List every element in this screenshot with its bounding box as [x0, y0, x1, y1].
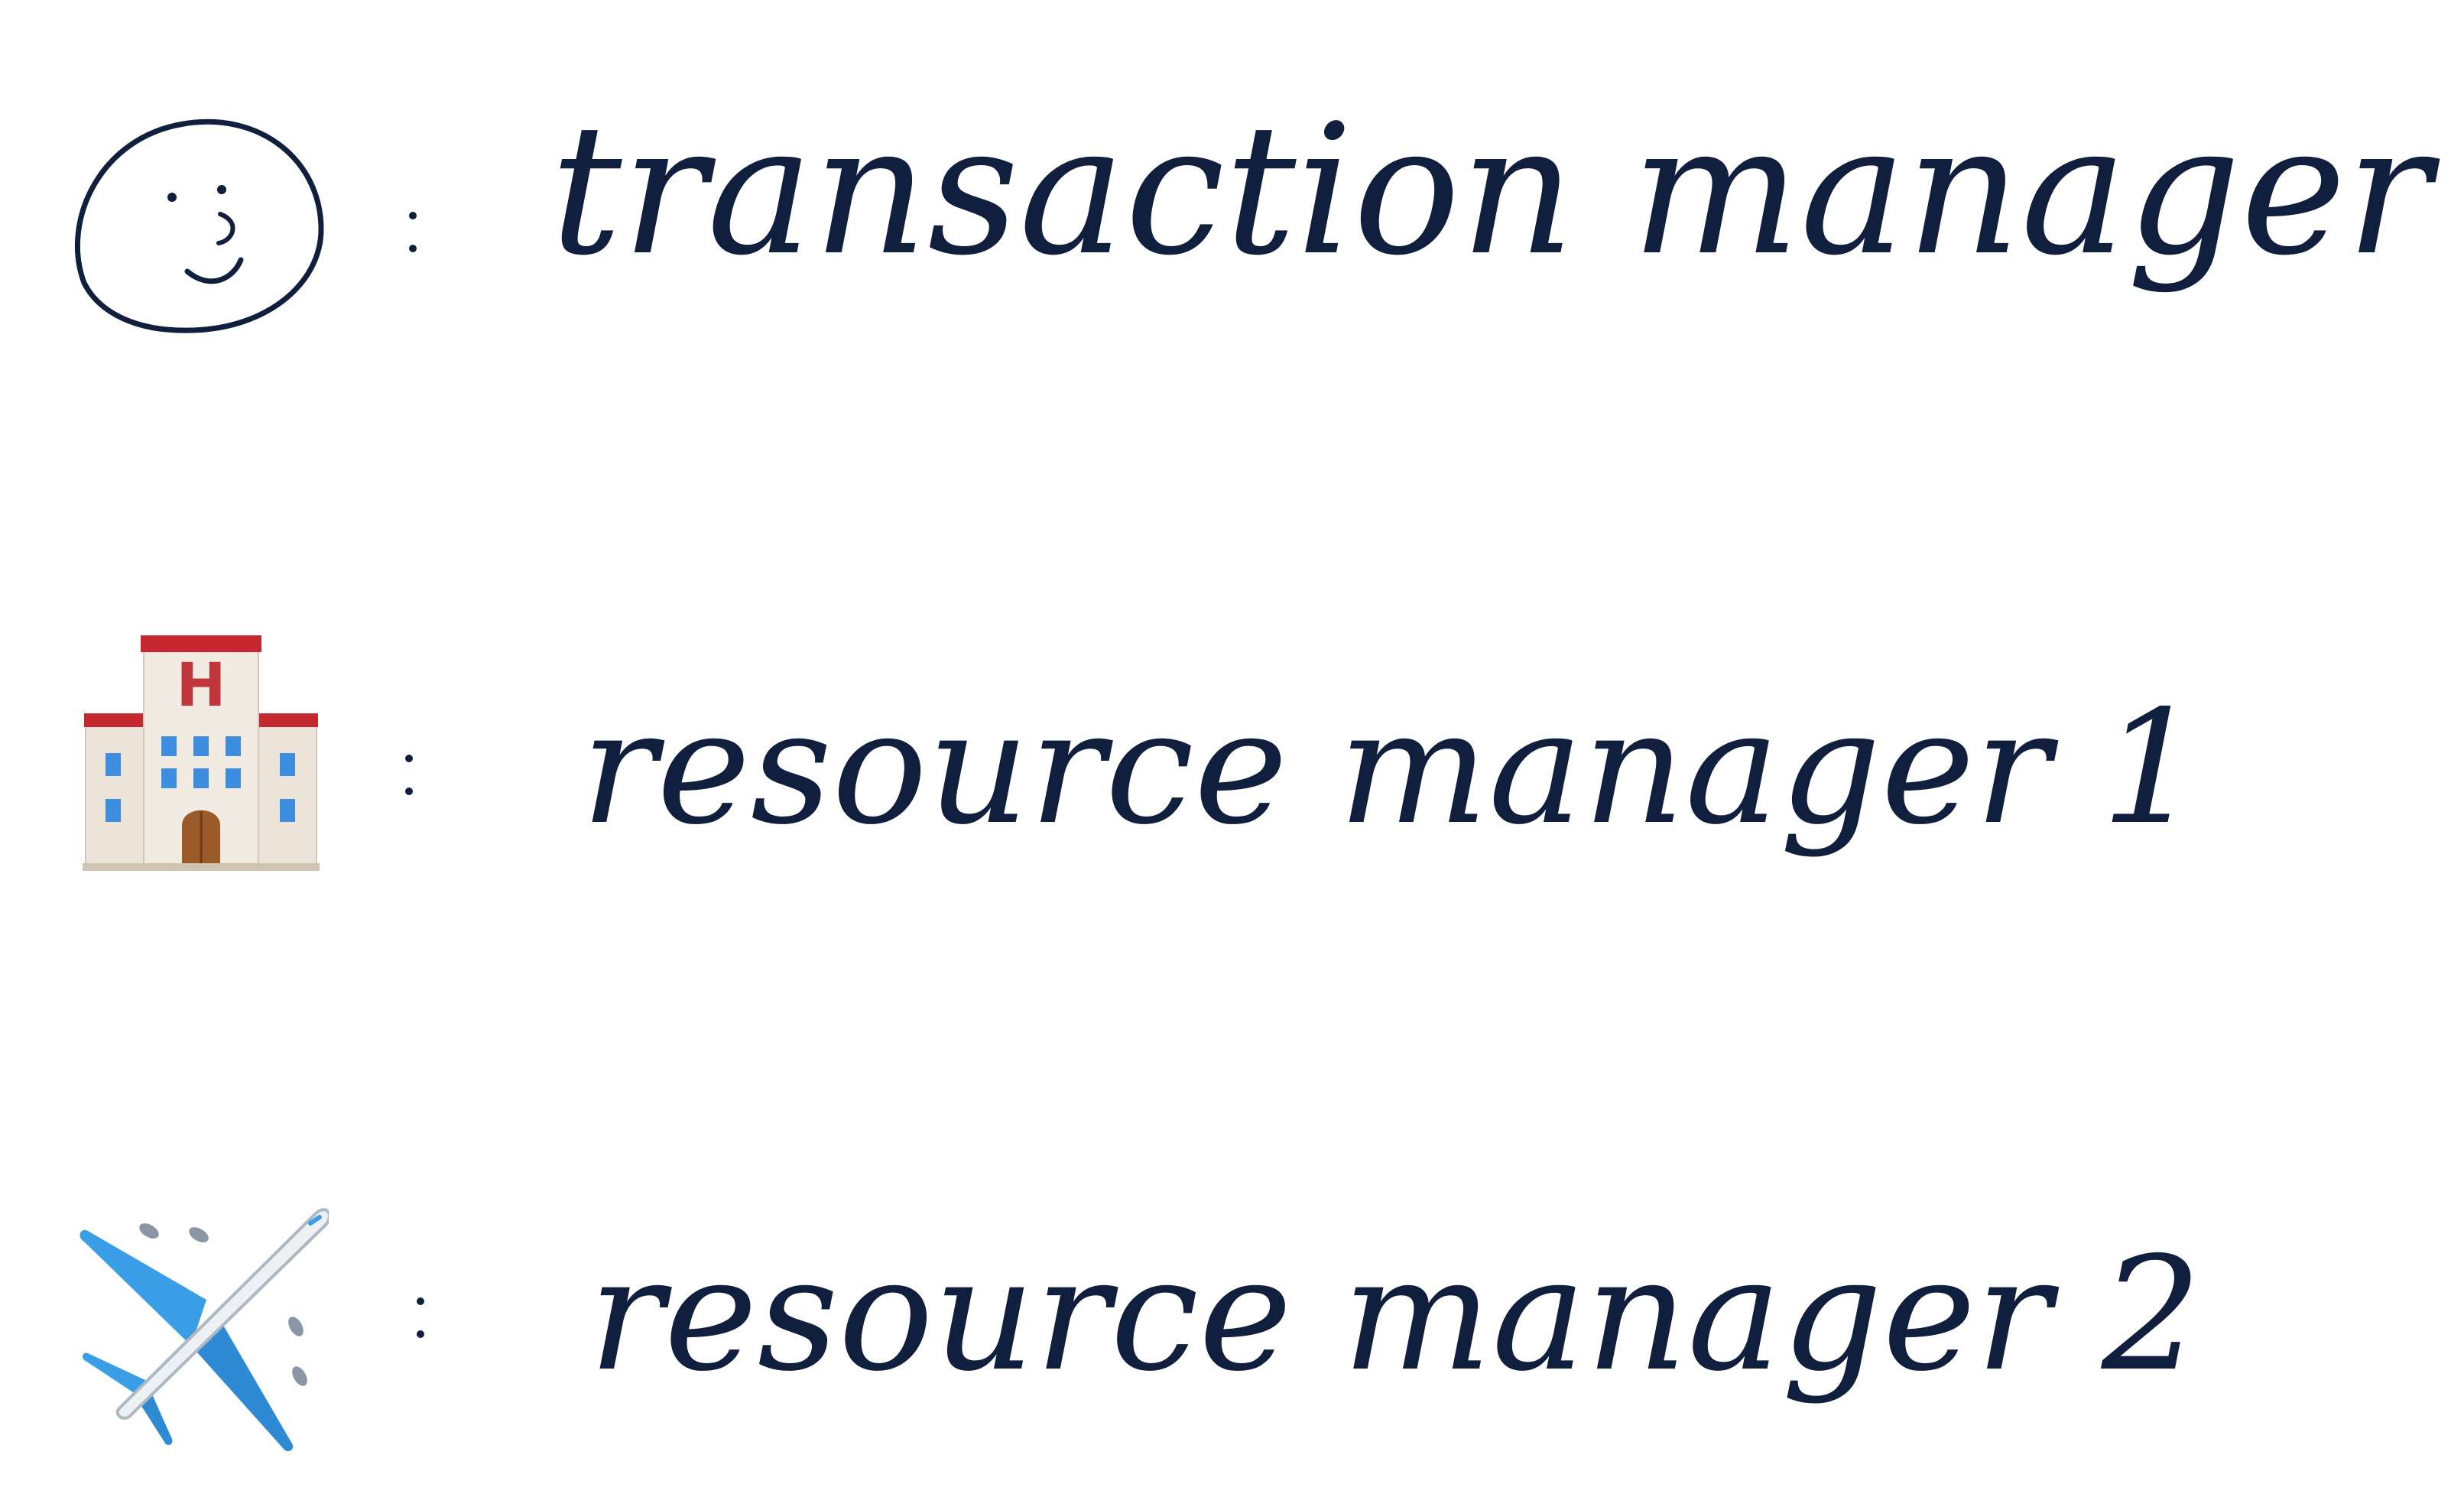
legend-row-resource-manager-1: H	[0, 596, 2464, 917]
legend-row-resource-manager-2	[0, 1177, 2464, 1483]
label-resource-manager-1: resource manager 1	[581, 677, 2202, 859]
separator-colon	[409, 212, 417, 252]
hotel-icon: H	[83, 635, 320, 871]
label-transaction-manager: transaction manager	[550, 86, 2440, 295]
separator-colon	[417, 1297, 424, 1338]
legend-row-transaction-manager	[0, 0, 2464, 367]
airplane-icon	[80, 1208, 329, 1452]
smiley-face-icon	[75, 119, 324, 333]
separator-colon	[405, 755, 413, 795]
label-resource-manager-2: resource manager 2	[589, 1224, 2202, 1406]
svg-text:H: H	[176, 651, 226, 720]
